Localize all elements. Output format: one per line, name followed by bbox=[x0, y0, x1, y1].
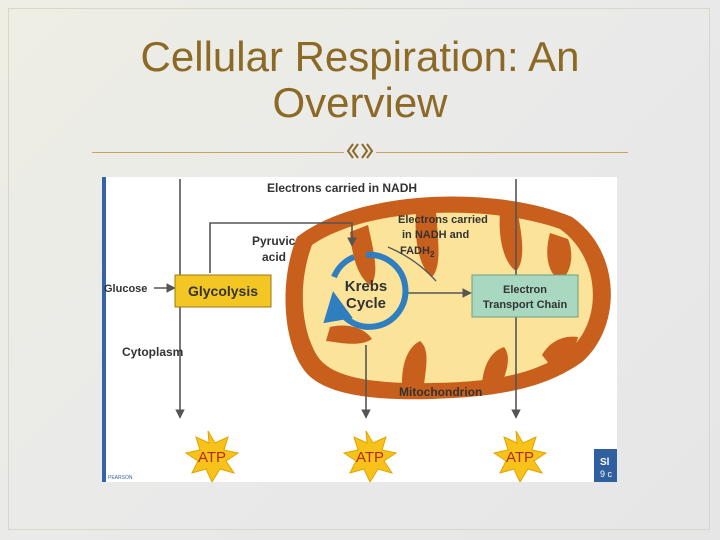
respiration-diagram: Electrons carried in NADH Electrons carr… bbox=[102, 177, 617, 482]
crista bbox=[415, 211, 439, 277]
slide-frame bbox=[8, 8, 710, 530]
title-line-2: Overview bbox=[272, 79, 448, 126]
label-atp-2: ATP bbox=[356, 449, 384, 466]
arrow-pyruvate bbox=[209, 222, 357, 273]
label-nadh-top: Electrons carried in NADH bbox=[267, 181, 417, 195]
right-corner-text-1: Sl bbox=[600, 457, 610, 468]
label-atp-3: ATP bbox=[506, 449, 534, 466]
crista bbox=[326, 325, 372, 344]
crista bbox=[402, 341, 427, 385]
label-pyruvic-1: Pyruvic bbox=[252, 234, 296, 248]
title-rule-right bbox=[376, 152, 628, 153]
title-rule-left bbox=[92, 152, 344, 153]
krebs-cycle-ring bbox=[323, 251, 409, 330]
right-corner-panel bbox=[594, 449, 617, 482]
label-cytoplasm: Cytoplasm bbox=[122, 345, 183, 359]
label-pyruvic-2: acid bbox=[262, 250, 286, 264]
crista bbox=[547, 233, 572, 281]
publisher-logo: PEARSON bbox=[108, 475, 133, 481]
right-corner-text-2: 9 c bbox=[600, 469, 613, 479]
arrow-nadh-fadh bbox=[387, 246, 437, 282]
label-etc-2: Transport Chain bbox=[483, 299, 568, 311]
title-line-1: Cellular Respiration: An bbox=[140, 33, 580, 80]
crista bbox=[482, 347, 508, 383]
label-nadh-fadh-2: in NADH and bbox=[402, 229, 469, 241]
label-krebs-2: Cycle bbox=[346, 295, 386, 312]
crista bbox=[542, 336, 578, 365]
label-glucose: Glucose bbox=[104, 283, 147, 295]
label-krebs-1: Krebs bbox=[345, 278, 388, 295]
label-glycolysis: Glycolysis bbox=[188, 283, 258, 299]
label-etc-1: Electron bbox=[503, 284, 547, 296]
etc-box bbox=[471, 274, 579, 318]
label-fadh-base: FADH bbox=[400, 245, 430, 257]
label-fadh: FADH2 bbox=[400, 245, 435, 259]
atp-burst-1 bbox=[184, 430, 240, 482]
scroll-ornament-icon bbox=[346, 143, 374, 159]
glycolysis-box bbox=[174, 274, 272, 308]
label-atp-1: ATP bbox=[198, 449, 226, 466]
label-mitochondrion: Mitochondrion bbox=[399, 385, 482, 399]
atp-burst-2 bbox=[342, 430, 398, 482]
slide-title: Cellular Respiration: An Overview bbox=[60, 34, 660, 126]
left-blue-strip bbox=[102, 177, 106, 482]
label-fadh-sub: 2 bbox=[430, 250, 435, 259]
label-nadh-fadh-1: Electrons carried bbox=[398, 214, 488, 226]
atp-burst-3 bbox=[492, 430, 548, 482]
respiration-figure: Electrons carried in NADH Electrons carr… bbox=[102, 177, 617, 482]
